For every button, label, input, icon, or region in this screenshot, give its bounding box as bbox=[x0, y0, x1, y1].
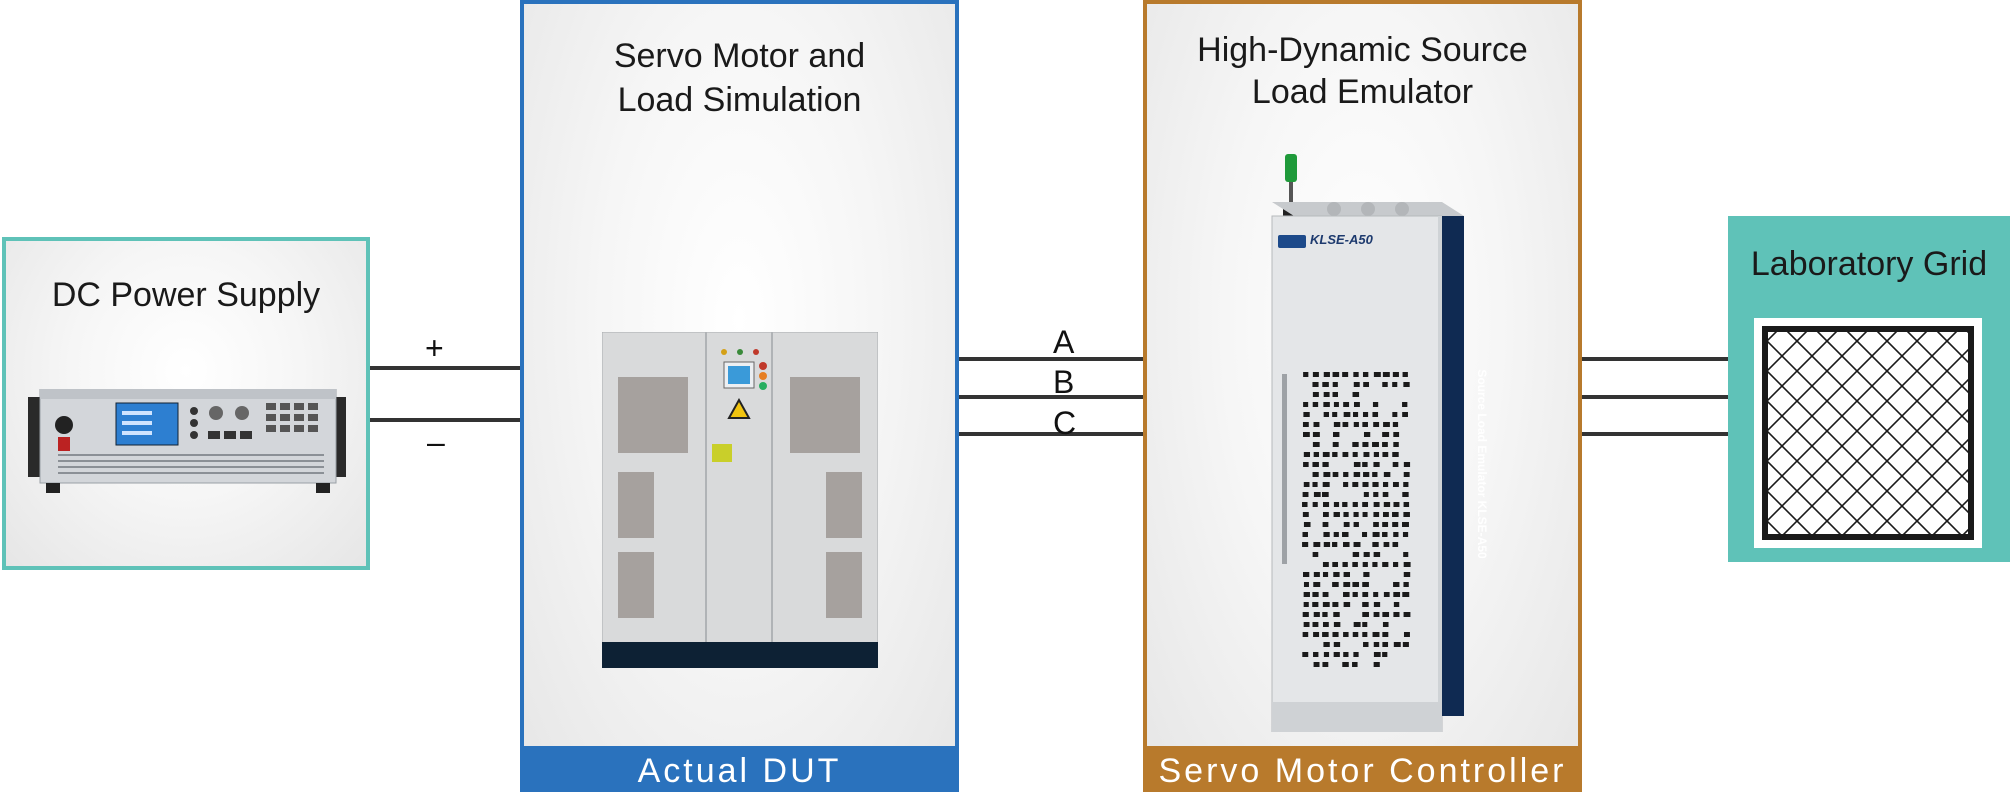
dut-footer-label: Actual DUT bbox=[637, 752, 842, 790]
grid-mesh-icon bbox=[1762, 326, 1974, 540]
emulator-footer: Servo Motor Controller bbox=[1143, 746, 1582, 792]
emulator-title-line2: Load Emulator bbox=[1251, 73, 1474, 111]
dc-minus-wire bbox=[370, 418, 522, 422]
emulator-block: High-Dynamic Source Load Emulator KLSE-A… bbox=[1143, 0, 1582, 792]
phase-a-label: A bbox=[1053, 324, 1075, 360]
dc-plus-wire bbox=[370, 366, 522, 370]
grid-wire-1 bbox=[1582, 357, 1732, 361]
phase-b-wire bbox=[959, 395, 1145, 399]
phase-b-label: B bbox=[1053, 364, 1075, 400]
emulator-cabinet: KLSE-A50 Source Load Emulator KLSE-A50 bbox=[1264, 154, 1489, 732]
cabinet-side-label: Source Load Emulator KLSE-A50 bbox=[1475, 369, 1489, 559]
dc-power-supply-title: DC Power Supply bbox=[51, 276, 321, 314]
grid-frame bbox=[1754, 318, 1982, 548]
cabinet-brand-label: KLSE-A50 bbox=[1310, 232, 1373, 247]
laboratory-grid-title: Laboratory Grid bbox=[1750, 245, 1988, 283]
grid-wire-3 bbox=[1582, 432, 1732, 436]
phase-c-label: C bbox=[1053, 405, 1077, 441]
emulator-title-line1: High-Dynamic Source bbox=[1197, 31, 1528, 69]
dc-plus-label: + bbox=[425, 330, 444, 366]
emulator-footer-label: Servo Motor Controller bbox=[1158, 752, 1567, 790]
dc-power-supply-device bbox=[28, 389, 346, 493]
laboratory-grid-block: Laboratory Grid bbox=[1728, 216, 2010, 562]
phase-c-wire bbox=[959, 432, 1145, 436]
dut-cabinet bbox=[602, 332, 878, 668]
grid-wire-2 bbox=[1582, 395, 1732, 399]
dut-title-line2: Load Simulation bbox=[617, 81, 862, 119]
phase-a-wire bbox=[959, 357, 1145, 361]
cabinet-body bbox=[1271, 202, 1464, 732]
cabinet-brand-logo bbox=[1278, 235, 1306, 248]
dc-power-supply-block: DC Power Supply bbox=[2, 237, 370, 570]
dut-block: Servo Motor and Load Simulation Actual D… bbox=[520, 0, 959, 792]
dut-footer: Actual DUT bbox=[520, 746, 959, 792]
dc-minus-label: – bbox=[427, 424, 445, 460]
dut-title-line1: Servo Motor and bbox=[613, 37, 866, 75]
